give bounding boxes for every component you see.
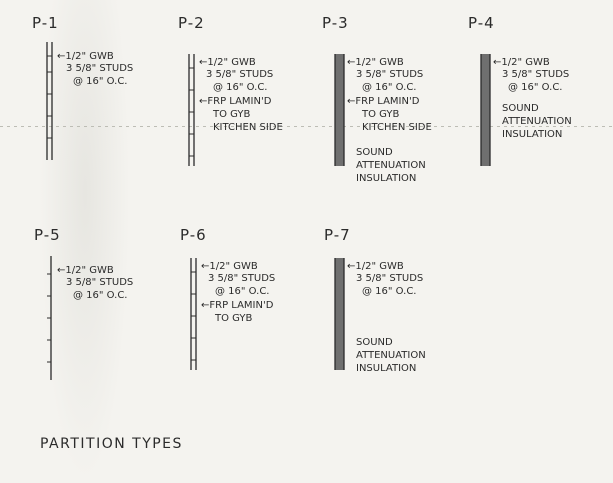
note-p4-studs: 3 5/8" STUDS bbox=[502, 69, 570, 80]
note-p6-gwb: ←1/2" GWB bbox=[201, 261, 258, 272]
note-p3-insulation: INSULATION bbox=[356, 173, 417, 184]
note-p4-gwb: ←1/2" GWB bbox=[493, 57, 550, 68]
note-p3-spacing: @ 16" O.C. bbox=[362, 82, 417, 93]
note-p7-gwb: ←1/2" GWB bbox=[347, 261, 404, 272]
note-p7-studs: 3 5/8" STUDS bbox=[356, 273, 424, 284]
note-p2-frp: ←FRP LAMIN'D bbox=[199, 96, 272, 107]
note-p3-to-gyb: TO GYB bbox=[362, 109, 400, 120]
note-p3-kitchen: KITCHEN SIDE bbox=[362, 122, 432, 133]
wall-section-p7 bbox=[334, 258, 345, 370]
note-p2-kitchen: KITCHEN SIDE bbox=[213, 122, 283, 133]
note-p1-spacing: @ 16" O.C. bbox=[73, 76, 128, 87]
note-p5-spacing: @ 16" O.C. bbox=[73, 290, 128, 301]
dashed-reference-line bbox=[0, 126, 613, 127]
partition-label-p3: P-3 bbox=[322, 14, 349, 32]
note-p2-gwb: ←1/2" GWB bbox=[199, 57, 256, 68]
note-p2-studs: 3 5/8" STUDS bbox=[206, 69, 274, 80]
note-p1-gwb: ←1/2" GWB bbox=[57, 51, 114, 62]
note-p6-frp: ←FRP LAMIN'D bbox=[201, 300, 274, 311]
note-p2-spacing: @ 16" O.C. bbox=[213, 82, 268, 93]
partition-label-p5: P-5 bbox=[34, 226, 61, 244]
note-p3-attenuation: ATTENUATION bbox=[356, 160, 426, 171]
wall-section-p5 bbox=[47, 256, 52, 380]
wall-section-p6 bbox=[190, 258, 197, 370]
drawing-title: PARTITION TYPES bbox=[40, 436, 183, 452]
note-p1-studs: 3 5/8" STUDS bbox=[66, 63, 134, 74]
note-p6-to-gyb: TO GYB bbox=[215, 313, 253, 324]
note-p7-attenuation: ATTENUATION bbox=[356, 350, 426, 361]
note-p3-studs: 3 5/8" STUDS bbox=[356, 69, 424, 80]
wall-section-p1 bbox=[46, 42, 53, 160]
partition-label-p2: P-2 bbox=[178, 14, 205, 32]
note-p5-gwb: ←1/2" GWB bbox=[57, 265, 114, 276]
note-p3-frp: ←FRP LAMIN'D bbox=[347, 96, 420, 107]
note-p4-spacing: @ 16" O.C. bbox=[508, 82, 563, 93]
partition-label-p1: P-1 bbox=[32, 14, 59, 32]
note-p2-to-gyb: TO GYB bbox=[213, 109, 251, 120]
note-p6-studs: 3 5/8" STUDS bbox=[208, 273, 276, 284]
note-p4-insulation: INSULATION bbox=[502, 129, 563, 140]
note-p4-sound: SOUND bbox=[502, 103, 539, 114]
wall-section-p4 bbox=[480, 54, 491, 166]
wall-section-p3 bbox=[334, 54, 345, 166]
partition-label-p6: P-6 bbox=[180, 226, 207, 244]
partition-label-p7: P-7 bbox=[324, 226, 351, 244]
note-p7-spacing: @ 16" O.C. bbox=[362, 286, 417, 297]
note-p6-spacing: @ 16" O.C. bbox=[215, 286, 270, 297]
note-p7-insulation: INSULATION bbox=[356, 363, 417, 374]
note-p7-sound: SOUND bbox=[356, 337, 393, 348]
wall-section-p2 bbox=[188, 54, 195, 166]
partition-label-p4: P-4 bbox=[468, 14, 495, 32]
note-p3-sound: SOUND bbox=[356, 147, 393, 158]
note-p5-studs: 3 5/8" STUDS bbox=[66, 277, 134, 288]
note-p4-attenuation: ATTENUATION bbox=[502, 116, 572, 127]
note-p3-gwb: ←1/2" GWB bbox=[347, 57, 404, 68]
